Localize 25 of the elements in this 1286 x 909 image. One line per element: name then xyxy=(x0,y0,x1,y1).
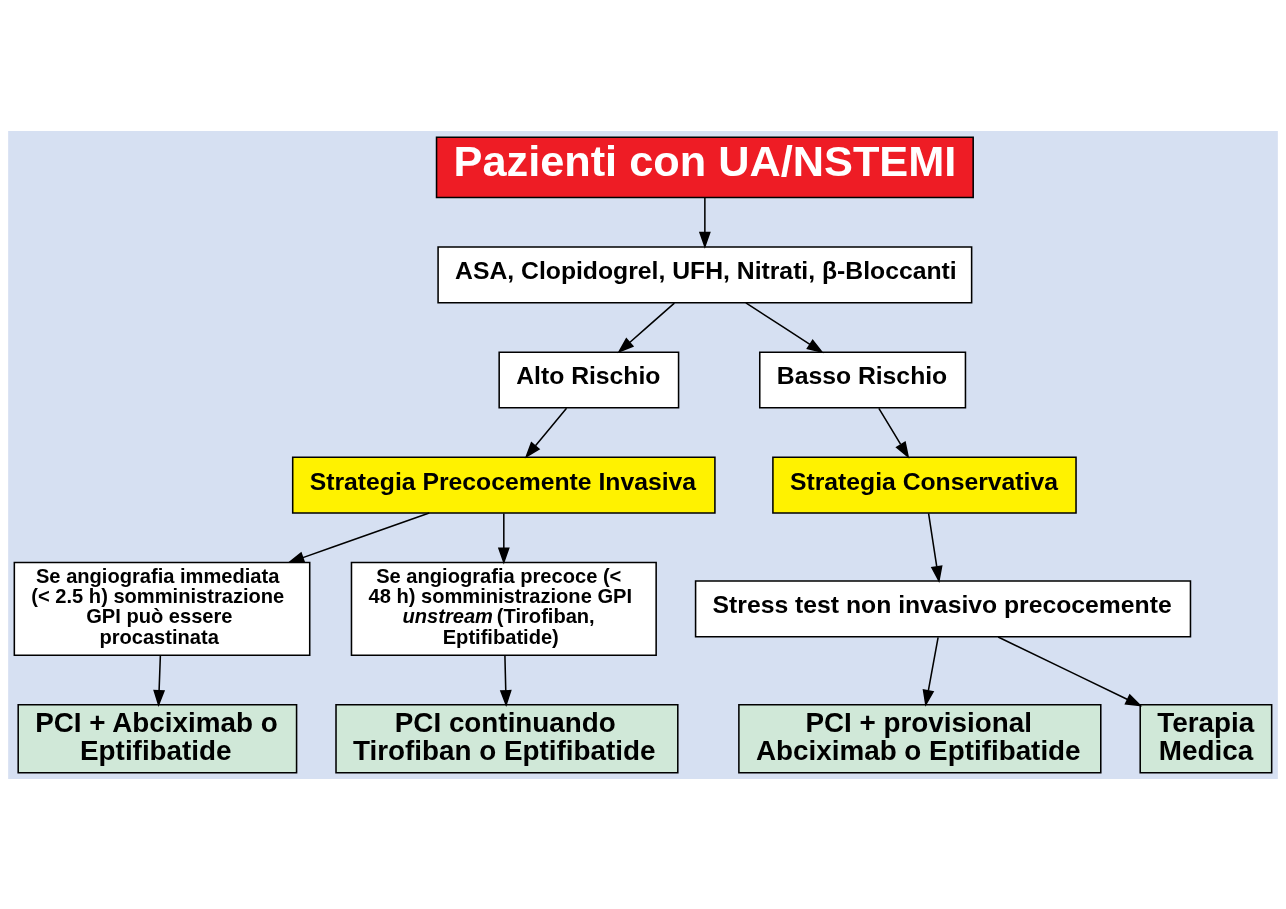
node-box: Stress test non invasivo precocemente xyxy=(694,579,1192,637)
node-box: ASA, Clopidogrel, UFH, Nitrati, β-Bloccanti xyxy=(437,245,973,303)
arrow xyxy=(927,512,943,583)
arrow xyxy=(524,407,568,458)
arrow xyxy=(698,196,711,249)
node-box: Terapia Medica xyxy=(1139,703,1273,774)
arrow xyxy=(922,636,939,707)
node-box: Pazienti con UA/NSTEMI xyxy=(435,135,974,198)
node-box: Se angiografia precoce (< 48 h) somministrazione GPI unstream (Tirofiban, Eptifibatide) xyxy=(350,561,657,656)
arrow xyxy=(153,654,166,707)
arrow xyxy=(617,301,676,353)
node-box: Strategia Conservativa xyxy=(772,456,1077,514)
node-box: PCI + provisional Abciximab o Eptifibatide xyxy=(738,703,1102,774)
node-box: PCI continuando Tirofiban o Eptifibatide xyxy=(335,703,679,774)
arrow xyxy=(287,511,430,563)
arrow xyxy=(499,654,512,707)
node-box: Strategia Precocemente Invasiva xyxy=(291,456,716,514)
arrow xyxy=(745,301,824,353)
arrow xyxy=(997,635,1143,707)
arrow xyxy=(878,407,910,459)
node-box: PCI + Abciximab o Eptifibatide xyxy=(17,703,298,774)
node-box: Se angiografia immediata (< 2.5 h) somministrazione GPI può essere procastinata xyxy=(13,561,311,656)
node-box: Alto Rischio xyxy=(498,350,680,409)
arrow xyxy=(497,512,510,564)
node-box: Basso Rischio xyxy=(759,350,967,409)
